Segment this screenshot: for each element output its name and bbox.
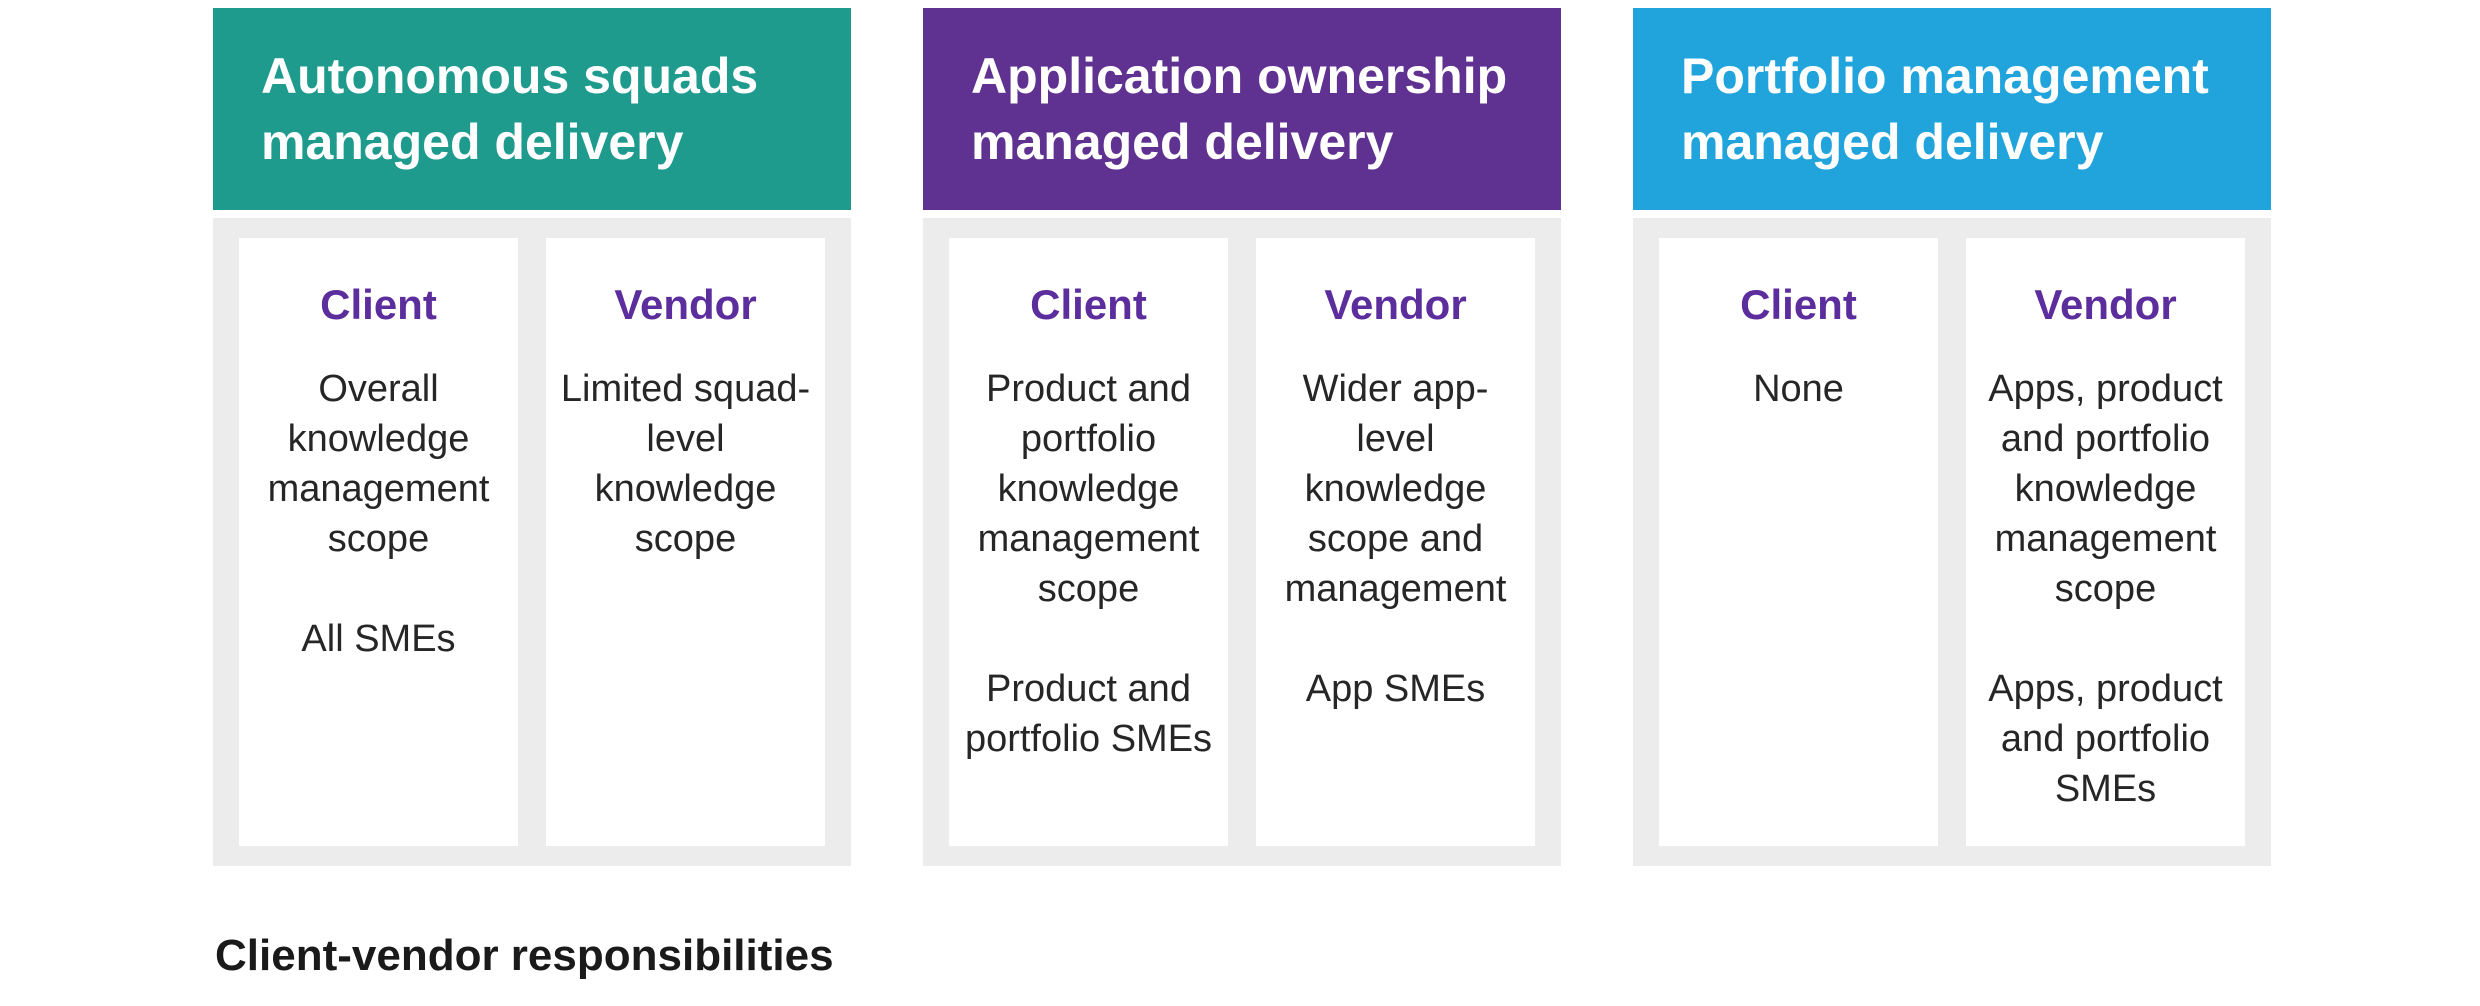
client-heading: Client bbox=[1740, 281, 1857, 328]
client-card: Client Overall knowledge management scop… bbox=[239, 238, 518, 846]
client-heading: Client bbox=[320, 281, 437, 328]
vendor-card: Vendor Apps, product and portfolio knowl… bbox=[1966, 238, 2245, 846]
panel-application-ownership: Application ownership managed delivery C… bbox=[923, 8, 1561, 866]
panels-row: Autonomous squads managed delivery Clien… bbox=[213, 8, 2271, 866]
client-card: Client None bbox=[1659, 238, 1938, 846]
vendor-heading: Vendor bbox=[2034, 281, 2177, 328]
client-card: Client Product and portfolio knowledge m… bbox=[949, 238, 1228, 846]
panel-header-autonomous-squads: Autonomous squads managed delivery bbox=[213, 8, 851, 210]
vendor-paragraph: Limited squad-level knowledge scope bbox=[560, 368, 811, 560]
client-paragraph: None bbox=[1753, 368, 1844, 410]
panel-portfolio-management: Portfolio management managed delivery Cl… bbox=[1633, 8, 2271, 866]
panel-body: Client Overall knowledge management scop… bbox=[213, 218, 851, 866]
client-paragraph: Product and portfolio SMEs bbox=[964, 668, 1213, 760]
panel-body: Client Product and portfolio knowledge m… bbox=[923, 218, 1561, 866]
vendor-heading: Vendor bbox=[1324, 281, 1467, 328]
vendor-paragraph: App SMEs bbox=[1305, 668, 1486, 710]
panel-title: Portfolio management managed delivery bbox=[1681, 48, 2209, 170]
panel-title: Autonomous squads managed delivery bbox=[261, 48, 759, 170]
client-paragraph: Overall knowledge management scope bbox=[267, 368, 490, 560]
panel-autonomous-squads: Autonomous squads managed delivery Clien… bbox=[213, 8, 851, 866]
vendor-heading: Vendor bbox=[614, 281, 757, 328]
vendor-paragraph: Wider app-level knowledge scope and mana… bbox=[1284, 368, 1507, 610]
vendor-paragraph: Apps, product and portfolio knowledge ma… bbox=[1988, 368, 2223, 610]
panel-header-application-ownership: Application ownership managed delivery bbox=[923, 8, 1561, 210]
client-paragraph: All SMEs bbox=[301, 618, 456, 660]
vendor-card: Vendor Limited squad-level knowledge sco… bbox=[546, 238, 825, 846]
panel-body: Client None Vendor Apps, product and por… bbox=[1633, 218, 2271, 866]
client-paragraph: Product and portfolio knowledge manageme… bbox=[977, 368, 1200, 610]
figure-caption: Client-vendor responsibilities bbox=[215, 931, 834, 980]
panel-title: Application ownership managed delivery bbox=[971, 48, 1508, 170]
vendor-paragraph: Apps, product and portfolio SMEs bbox=[1988, 668, 2223, 810]
panel-header-portfolio-management: Portfolio management managed delivery bbox=[1633, 8, 2271, 210]
client-heading: Client bbox=[1030, 281, 1147, 328]
vendor-card: Vendor Wider app-level knowledge scope a… bbox=[1256, 238, 1535, 846]
